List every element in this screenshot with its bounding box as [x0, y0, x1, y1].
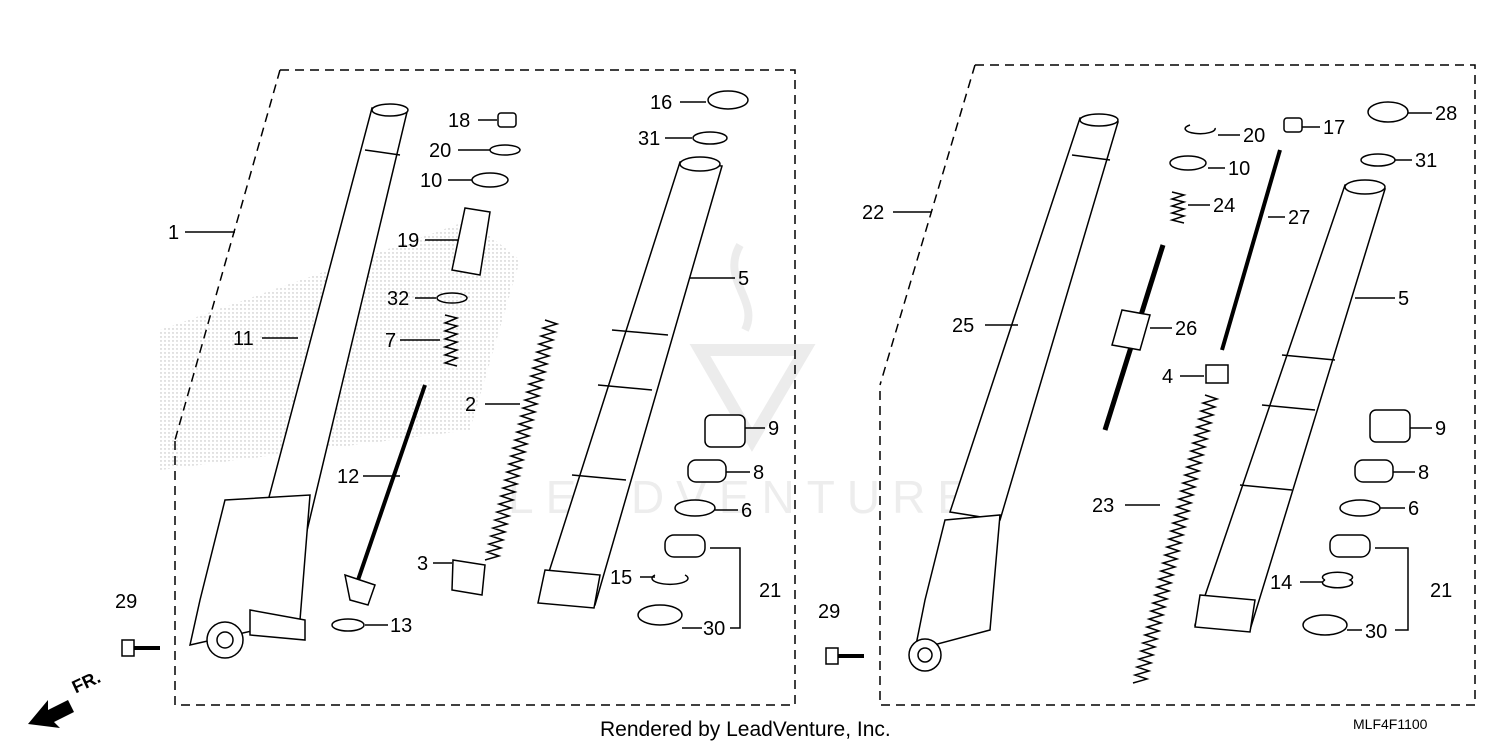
diagram-code: MLF4F1100: [1353, 716, 1428, 732]
callout-16: 16: [650, 92, 672, 114]
o-ring-right: [1360, 153, 1396, 167]
left-callouts: 1 11 18 20 10 19 32 7 2 12 3 13 29 16 31…: [115, 92, 781, 640]
small-spring: [442, 314, 460, 367]
oil-seal: [471, 172, 509, 188]
inner-tube-right: [1193, 179, 1386, 633]
callout-26: 26: [1175, 318, 1197, 340]
callout-31-left: 31: [638, 128, 660, 150]
callout-17: 17: [1323, 117, 1345, 139]
top-bolt-right: [1367, 101, 1409, 123]
guide-bushing-right: [1354, 459, 1394, 483]
collar: [451, 207, 491, 276]
right-group-frame: [879, 64, 1476, 706]
callout-8-right: 8: [1418, 462, 1429, 484]
oil-seal-right: [1169, 155, 1207, 171]
stopper-ring: [651, 574, 689, 586]
callout-30-left: 30: [703, 618, 725, 640]
callout-2: 2: [465, 394, 476, 416]
callout-7: 7: [385, 330, 396, 352]
callout-13: 13: [390, 615, 412, 637]
callout-3: 3: [417, 553, 428, 575]
fork-seal-right: [1329, 534, 1371, 558]
slide-bushing-right: [1369, 409, 1411, 443]
callout-14: 14: [1270, 572, 1292, 594]
callout-27: 27: [1288, 207, 1310, 229]
callout-28: 28: [1435, 103, 1457, 125]
left-assembly: [121, 69, 796, 706]
axle-bolt: [121, 639, 160, 657]
nut: [497, 112, 517, 128]
main-spring: [484, 319, 560, 561]
callout-5-left: 5: [738, 268, 749, 290]
rod-27: [1220, 149, 1282, 351]
clip-right: [1184, 124, 1216, 135]
outer-tube-right: [949, 113, 1119, 521]
axle-bracket-right: [908, 514, 1001, 672]
spring-24: [1169, 191, 1187, 224]
right-callouts: 22 25 20 10 24 17 28 31 27 26 4 23 5 9 8…: [818, 103, 1457, 643]
axle-bracket: [189, 494, 311, 659]
callout-29-left: 29: [115, 591, 137, 613]
callout-9-left: 9: [768, 418, 779, 440]
callout-20-right: 20: [1243, 125, 1265, 147]
callout-12: 12: [337, 466, 359, 488]
front-arrow-icon: [28, 700, 74, 728]
callout-6-right: 6: [1408, 498, 1419, 520]
render-credit: Rendered by LeadVenture, Inc.: [600, 718, 891, 741]
callout-11: 11: [233, 328, 254, 350]
o-ring: [436, 292, 468, 304]
fork-seal: [664, 534, 706, 558]
back-up-ring-right: [1339, 499, 1381, 517]
callout-31-right: 31: [1415, 150, 1437, 172]
main-spring-right: [1132, 394, 1220, 684]
callout-29-right: 29: [818, 601, 840, 623]
callout-10: 10: [420, 170, 442, 192]
slide-bushing: [704, 414, 746, 448]
damper-cartridge: [1102, 244, 1166, 431]
axle-bolt-right: [825, 647, 864, 665]
callout-21-left: 21: [759, 580, 781, 602]
callout-22: 22: [862, 202, 884, 224]
washer: [331, 618, 365, 632]
nut-17: [1283, 117, 1303, 133]
damper-rod: [344, 384, 427, 606]
fork-cap: [451, 559, 486, 596]
callout-20: 20: [429, 140, 451, 162]
callout-8-left: 8: [753, 462, 764, 484]
callout-15: 15: [610, 567, 632, 589]
inner-tube: [537, 156, 723, 609]
callout-5-right: 5: [1398, 288, 1409, 310]
nut-4: [1205, 364, 1229, 384]
callout-4: 4: [1162, 366, 1173, 388]
callout-23: 23: [1092, 495, 1114, 517]
clip: [489, 144, 521, 156]
top-bolt: [707, 90, 749, 110]
callout-21-right: 21: [1430, 580, 1452, 602]
o-ring-upper: [692, 131, 728, 145]
callout-32: 32: [387, 288, 409, 310]
callout-24: 24: [1213, 195, 1235, 217]
callout-18: 18: [448, 110, 470, 132]
dust-seal: [637, 604, 683, 626]
right-assembly: [825, 64, 1476, 706]
callout-25: 25: [952, 315, 974, 337]
callout-19: 19: [397, 230, 419, 252]
callout-10-right: 10: [1228, 158, 1250, 180]
callout-30-right: 30: [1365, 621, 1387, 643]
callout-1: 1: [168, 222, 179, 244]
stopper-ring-right: [1321, 571, 1354, 589]
back-up-ring: [674, 499, 716, 517]
dust-seal-right: [1302, 614, 1348, 636]
guide-bushing: [687, 459, 727, 483]
callout-9-right: 9: [1435, 418, 1446, 440]
callout-6-left: 6: [741, 500, 752, 522]
